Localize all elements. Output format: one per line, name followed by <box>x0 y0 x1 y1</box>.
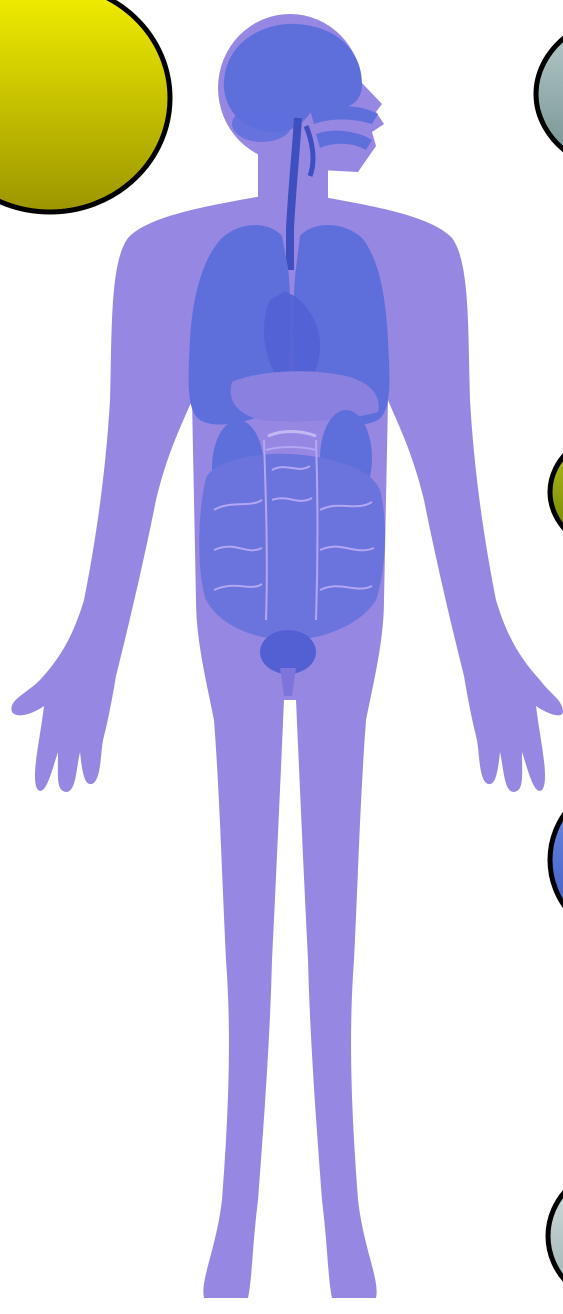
callout-right-1[interactable] <box>536 12 563 176</box>
cerebellum <box>232 106 292 142</box>
bladder <box>260 630 316 674</box>
callout-right-2[interactable] <box>550 428 563 556</box>
callout-bubble-yellow[interactable] <box>0 0 170 212</box>
callout-bubble-light-gray[interactable] <box>548 1164 563 1308</box>
callout-right-4[interactable] <box>548 1164 563 1308</box>
callout-bubble-gray[interactable] <box>536 12 563 176</box>
callout-top-left[interactable] <box>0 0 170 212</box>
callout-right-3[interactable] <box>550 780 563 940</box>
callout-bubble-olive[interactable] <box>550 428 563 556</box>
callout-bubble-blue[interactable] <box>550 780 563 940</box>
